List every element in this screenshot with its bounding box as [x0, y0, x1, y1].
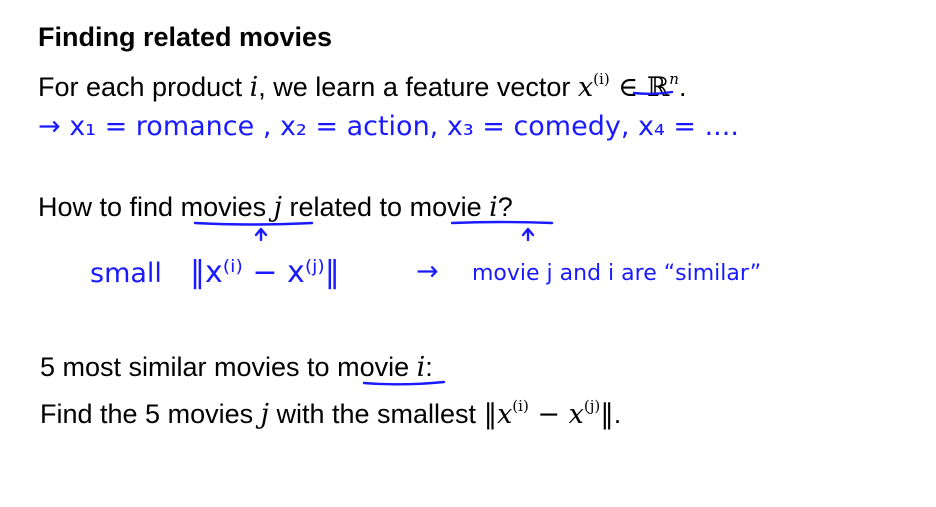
line1-var-i: i: [249, 72, 259, 103]
line3-end: :: [425, 352, 433, 382]
line4-var-j: j: [260, 399, 269, 430]
line4-text-before: Find the 5 movies: [40, 399, 261, 429]
line2-movies: movies: [180, 192, 267, 222]
line4-norm-close: ‖: [600, 399, 614, 430]
line3-text-before: 5 most similar movies to: [40, 352, 338, 382]
handwritten-similar: movie j and i are “similar”: [472, 261, 761, 286]
related-question-line: How to find movies j related to movie i?: [38, 190, 513, 225]
line4-norm-open: ‖: [483, 399, 498, 430]
line1-x: x: [577, 72, 594, 103]
line2-text-before: How to find: [38, 192, 181, 222]
line2-var-i: i: [489, 192, 498, 223]
line3-movie: movie: [337, 352, 410, 382]
line2-text-mid: related to: [282, 192, 410, 222]
handwritten-arrow: →: [416, 256, 439, 287]
line1-text-before: For each product: [38, 72, 250, 102]
line1-text-mid: , we learn a feature vector: [258, 72, 578, 102]
line1-end: .: [678, 72, 687, 102]
line2-movie: movie: [409, 192, 482, 222]
line1-sup: (i): [593, 70, 610, 88]
line4-x2: x: [568, 399, 584, 430]
most-similar-line: 5 most similar movies to movie i:: [40, 350, 433, 385]
handwritten-features: → x₁ = romance , x₂ = action, x₃ = comed…: [38, 111, 739, 142]
line2-end: ?: [497, 192, 513, 222]
line4-minus: −: [528, 399, 569, 430]
smallest-distance-line: Find the 5 movies j with the smallest ‖x…: [40, 389, 621, 432]
slide-title: Finding related movies: [38, 22, 333, 52]
line2-var-j: j: [273, 192, 282, 223]
up-arrow-1: [254, 227, 268, 242]
line1-n: n: [669, 70, 679, 88]
line4-end: .: [613, 399, 622, 429]
handwritten-small: small: [90, 258, 162, 289]
up-arrow-2: [521, 227, 535, 242]
line1-in: ∈ ℝ: [609, 72, 670, 103]
line3-var-i: i: [416, 352, 426, 383]
feature-vector-line: For each product i, we learn a feature v…: [38, 62, 686, 105]
line4-x1: x: [497, 399, 513, 430]
line4-sup2: (j): [583, 397, 601, 415]
handwritten-norm: ‖x⁽ⁱ⁾ − x⁽ʲ⁾‖: [190, 255, 340, 290]
line4-sup1: (i): [512, 397, 529, 415]
line4-text-mid: with the smallest: [268, 399, 484, 429]
